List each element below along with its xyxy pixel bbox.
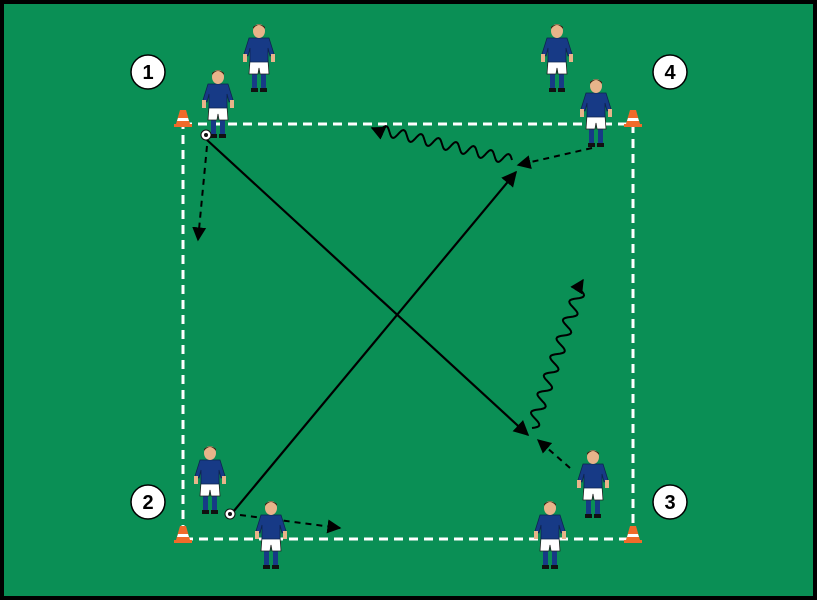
dribble-arrow-right xyxy=(529,278,586,429)
svg-text:3: 3 xyxy=(664,492,675,514)
corner-label-3: 3 xyxy=(652,484,688,520)
run-arrow-4 xyxy=(516,147,593,170)
dribble-arrow-top xyxy=(370,125,513,163)
run-arrow-1 xyxy=(192,145,208,242)
corner-label-1: 1 xyxy=(130,54,166,90)
ball-2 xyxy=(224,508,236,520)
svg-text:2: 2 xyxy=(142,492,153,514)
svg-text:1: 1 xyxy=(142,62,153,84)
corner-label-2: 2 xyxy=(130,484,166,520)
ball-1 xyxy=(200,129,212,141)
pass-arrow-1-to-3 xyxy=(206,139,530,437)
pass-arrow-2-to-4 xyxy=(232,170,517,513)
run-arrow-2 xyxy=(239,514,342,534)
corner-label-4: 4 xyxy=(652,54,688,90)
svg-text:4: 4 xyxy=(664,62,676,84)
run-arrow-3 xyxy=(536,439,571,469)
drill-square xyxy=(181,122,635,541)
